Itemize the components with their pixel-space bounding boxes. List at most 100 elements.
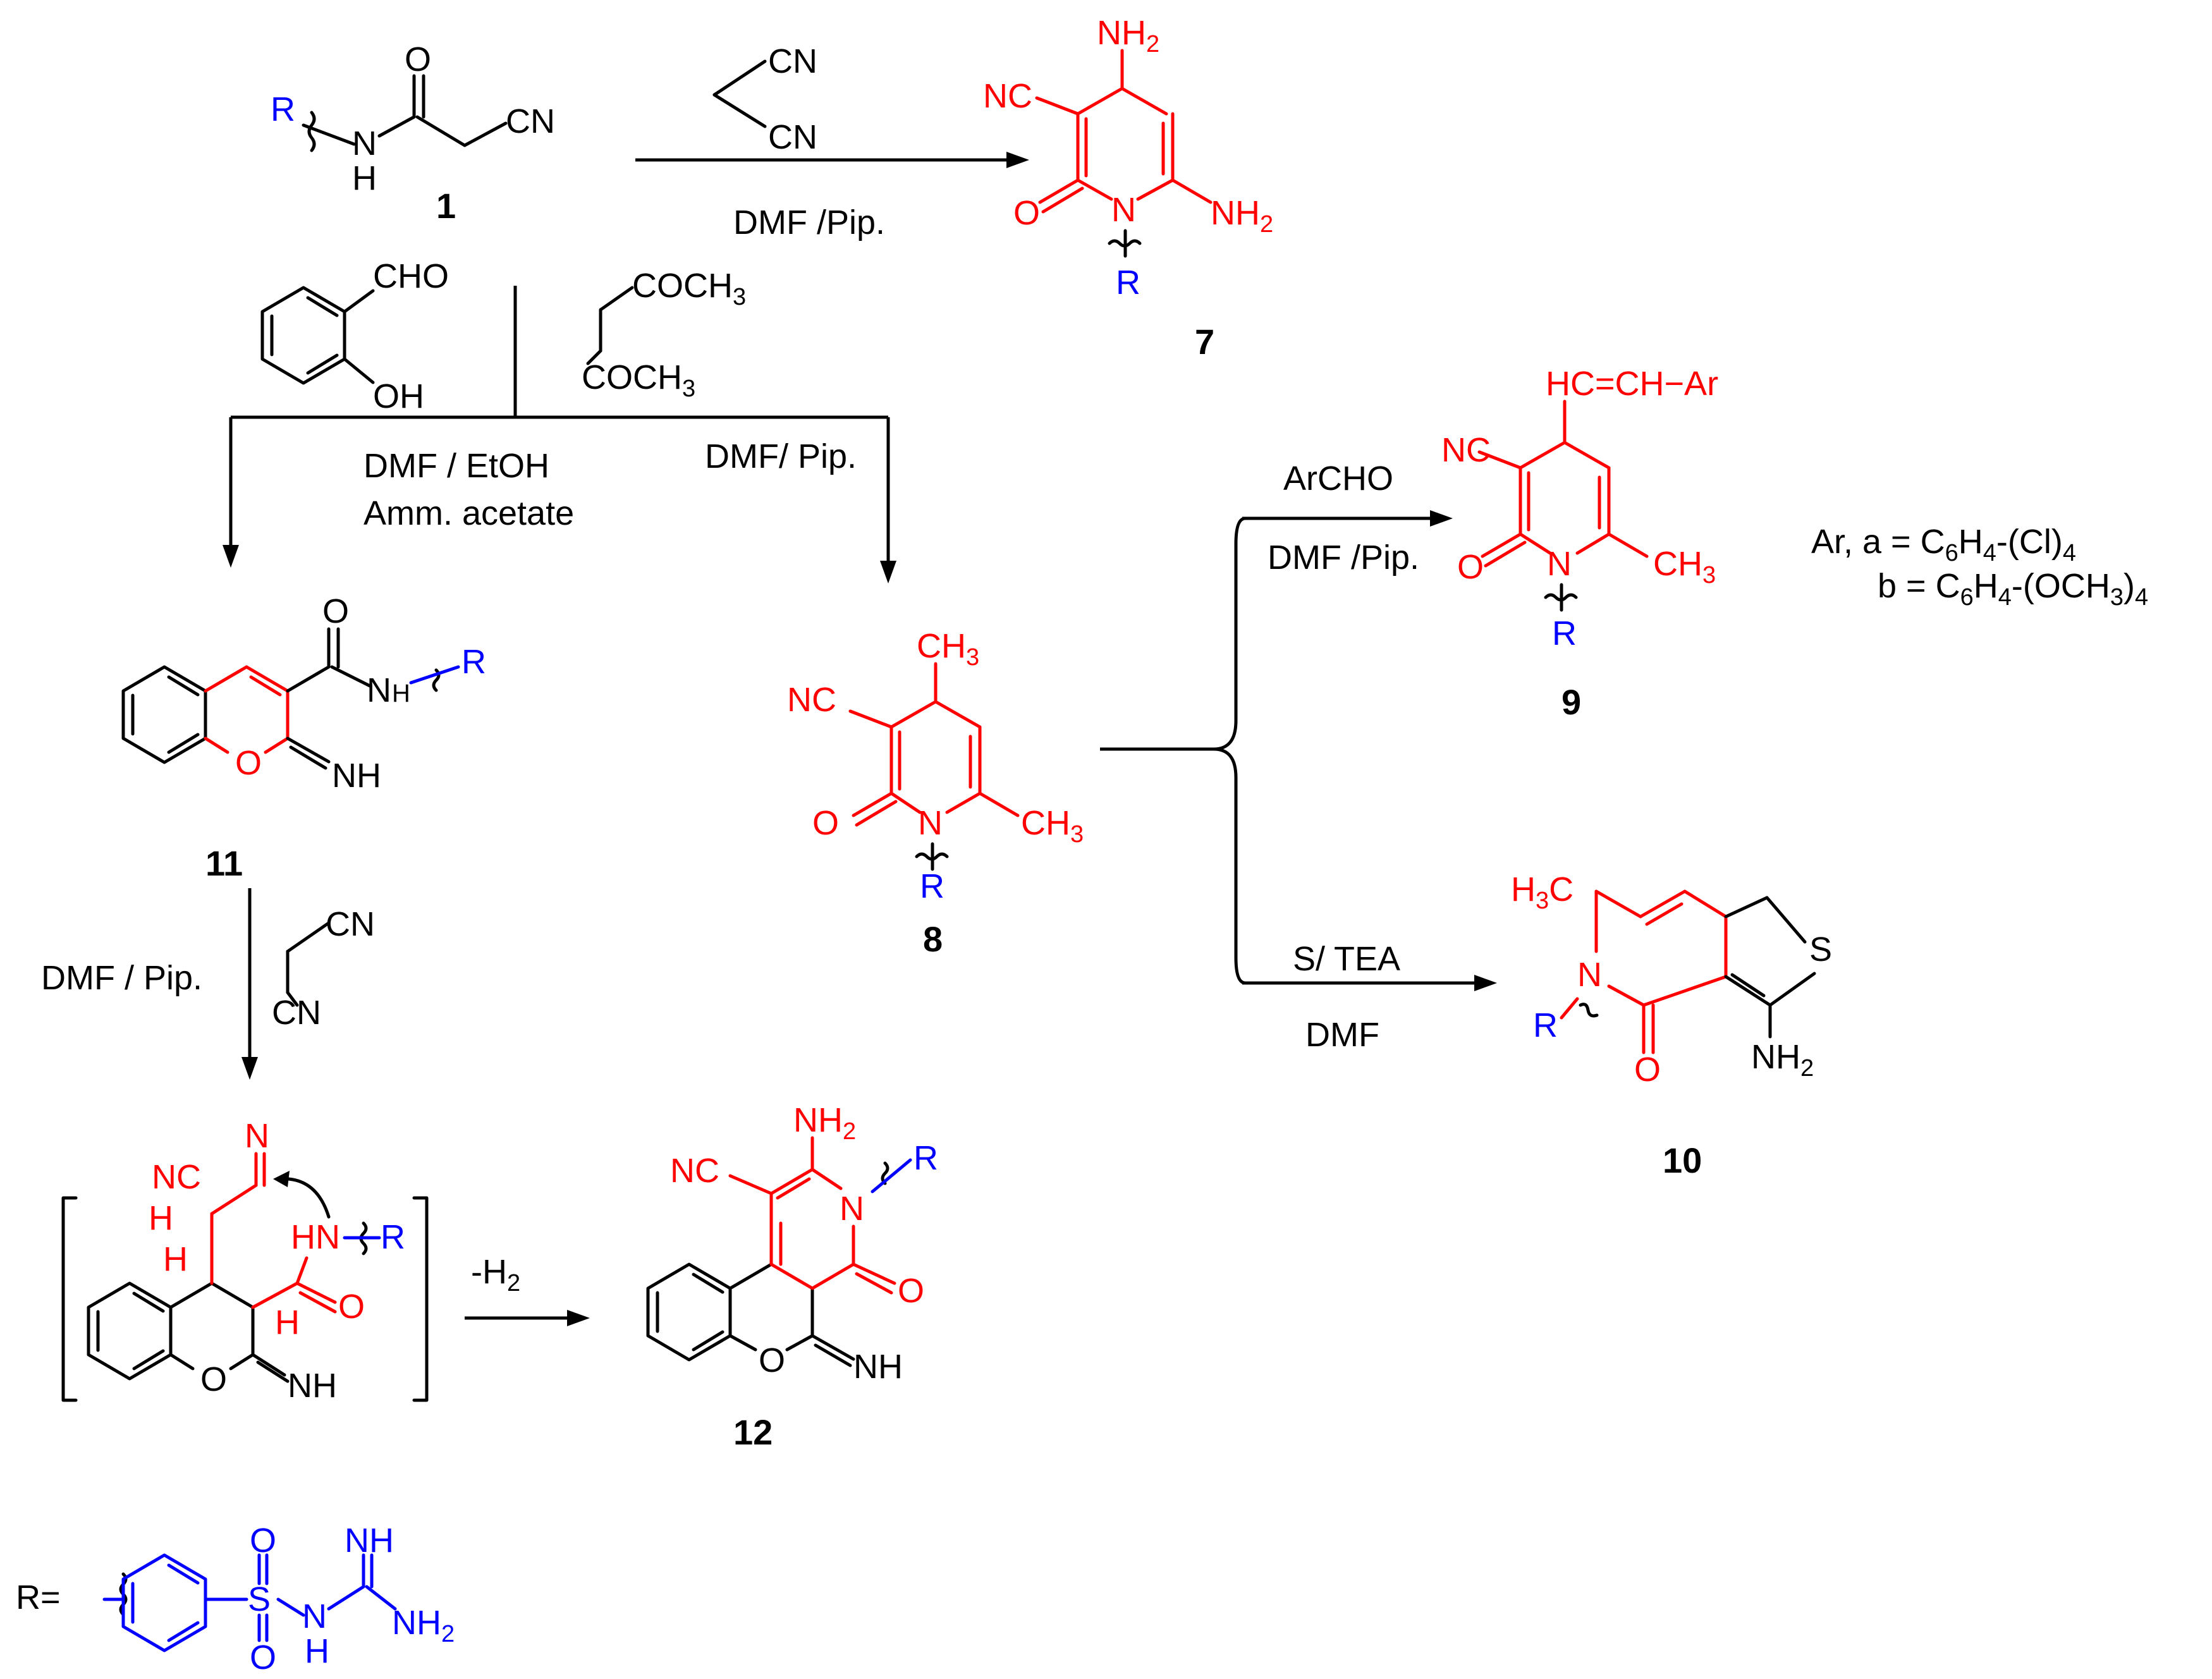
r-group-label: R xyxy=(920,867,944,905)
r-def-label: R= xyxy=(16,1578,61,1616)
compound-7: NH2 NC O N NH2 R 7 xyxy=(983,14,1273,362)
compound-9: HC=CH−Ar NC O N CH3 R 9 xyxy=(1441,365,1718,722)
right-bracket xyxy=(412,1196,429,1402)
sulfonyl-o: O xyxy=(250,1522,276,1560)
r-group-label: R xyxy=(381,1218,405,1256)
condition-to-10-b: DMF xyxy=(1305,1016,1379,1054)
wavy-bond xyxy=(915,852,949,861)
ch3-label: CH3 xyxy=(1653,545,1716,589)
nh2-label: NH2 xyxy=(793,1101,856,1145)
arrow-intermediate-to-12 xyxy=(465,1310,590,1326)
condition-to-12: -H2 xyxy=(471,1253,520,1297)
arrow-11-to-intermediate xyxy=(241,888,258,1080)
cn-label: CN xyxy=(768,118,817,156)
sulfonamide-n: N xyxy=(302,1597,327,1635)
ring-n: N xyxy=(1547,545,1572,583)
ch3-label: CH3 xyxy=(1021,804,1084,848)
condition-to-intermediate: DMF / Pip. xyxy=(41,959,202,997)
r-group-label: R xyxy=(1533,1006,1558,1044)
r-group-label: R xyxy=(271,90,295,128)
carbonyl-o: O xyxy=(338,1288,365,1326)
thiophene-s: S xyxy=(1809,931,1832,968)
nitrile-cn: CN xyxy=(506,102,555,140)
ring-n: N xyxy=(840,1190,864,1228)
h-label: H xyxy=(149,1199,173,1237)
sulfonyl-s: S xyxy=(248,1580,271,1618)
nitrile-nc: NC xyxy=(1441,431,1491,469)
r-group-label: R xyxy=(1552,614,1577,652)
nh2-label: NH2 xyxy=(1097,14,1159,58)
compound-11: O NH O N H R 11 xyxy=(121,592,486,883)
carbonyl-o: O xyxy=(898,1272,924,1310)
vinyl-label: HC=CH−Ar xyxy=(1546,365,1718,403)
acetyl-label: COCH3 xyxy=(582,358,695,402)
compound-1: R N H O CN 1 xyxy=(271,40,555,226)
malononitrile-reagent-top: CN CN xyxy=(712,42,817,156)
imine-nh: NH xyxy=(288,1367,337,1405)
cho-label: CHO xyxy=(373,257,449,295)
ar-def-a: Ar, a = C6H4-(Cl)4 xyxy=(1811,523,2076,566)
carbonyl-o: O xyxy=(1634,1051,1661,1089)
acetyl-label: COCH3 xyxy=(632,267,746,310)
amide-h: H xyxy=(392,680,410,707)
amide-h: H xyxy=(352,159,377,197)
carbonyl-o: O xyxy=(1013,194,1040,232)
salicylaldehyde-reagent: CHO OH xyxy=(260,257,449,415)
compound-number-10: 10 xyxy=(1663,1140,1702,1180)
ch3-label: CH3 xyxy=(917,627,979,671)
left-bracket xyxy=(61,1196,78,1402)
compound-12: O NH O N NH2 NC R 12 xyxy=(646,1101,938,1452)
nitrile-nc: NC xyxy=(983,77,1032,115)
wavy-bond xyxy=(1544,593,1578,602)
h3c-label: H3C xyxy=(1511,870,1573,914)
condition-to-11-a: DMF / EtOH xyxy=(364,447,549,485)
amide-n: N xyxy=(352,125,377,162)
ring-o: O xyxy=(235,744,262,782)
imine-nh: NH xyxy=(332,757,381,795)
amide-n: N xyxy=(367,671,391,709)
condition-to-8: DMF/ Pip. xyxy=(705,437,857,475)
carbonyl-o: O xyxy=(1457,548,1484,586)
carbonyl-o: O xyxy=(405,40,431,78)
carbonyl-o: O xyxy=(812,804,839,842)
sulfonamide-h: H xyxy=(305,1632,329,1670)
ar-def-b: b = C6H4-(OCH3)4 xyxy=(1878,567,2148,611)
h-label: H xyxy=(163,1240,188,1278)
ar-definitions: Ar, a = C6H4-(Cl)4 b = C6H4-(OCH3)4 xyxy=(1811,523,2148,611)
compound-number-9: 9 xyxy=(1561,682,1581,722)
compound-number-12: 12 xyxy=(733,1412,773,1452)
condition-to-7: DMF /Pip. xyxy=(733,204,885,241)
nh2-label: NH2 xyxy=(1211,194,1273,238)
imine-n: N xyxy=(245,1117,269,1155)
amide-hn: HN xyxy=(291,1218,340,1256)
compound-number-11: 11 xyxy=(205,843,243,883)
r-group-label: R xyxy=(914,1139,938,1177)
arrow-1-to-7 xyxy=(635,152,1029,168)
condition-to-9-b: DMF /Pip. xyxy=(1268,539,1419,577)
ring-n: N xyxy=(1111,191,1136,229)
sulfonyl-o: O xyxy=(250,1639,276,1676)
compound-number-1: 1 xyxy=(436,186,456,226)
cn-label: CN xyxy=(768,42,817,80)
cn-label: CN xyxy=(326,905,375,943)
r-group-label: R xyxy=(1116,264,1140,302)
carbonyl-o: O xyxy=(322,592,349,630)
compound-10: H3C N O S NH2 R 10 xyxy=(1511,870,1832,1180)
condition-to-10-a: S/ TEA xyxy=(1293,940,1400,978)
condition-to-9-a: ArCHO xyxy=(1283,460,1393,498)
acetylacetone-reagent: COCH3 COCH3 xyxy=(582,267,746,402)
imine-nh: NH xyxy=(853,1348,903,1386)
ring-n: N xyxy=(918,804,943,842)
nh2-label: NH2 xyxy=(392,1604,455,1647)
wavy-bond xyxy=(1579,1003,1599,1018)
wavy-bond xyxy=(1108,239,1142,248)
ring-o: O xyxy=(759,1341,785,1379)
h-label: H xyxy=(275,1304,300,1341)
wavy-bond xyxy=(881,1161,889,1185)
nitrile-nc: NC xyxy=(670,1152,719,1190)
condition-to-11-b: Amm. acetate xyxy=(364,494,574,532)
wavy-bond xyxy=(307,111,316,152)
nitrile-nc: NC xyxy=(787,681,836,719)
malononitrile-reagent-lower: CN CN xyxy=(272,905,375,1032)
